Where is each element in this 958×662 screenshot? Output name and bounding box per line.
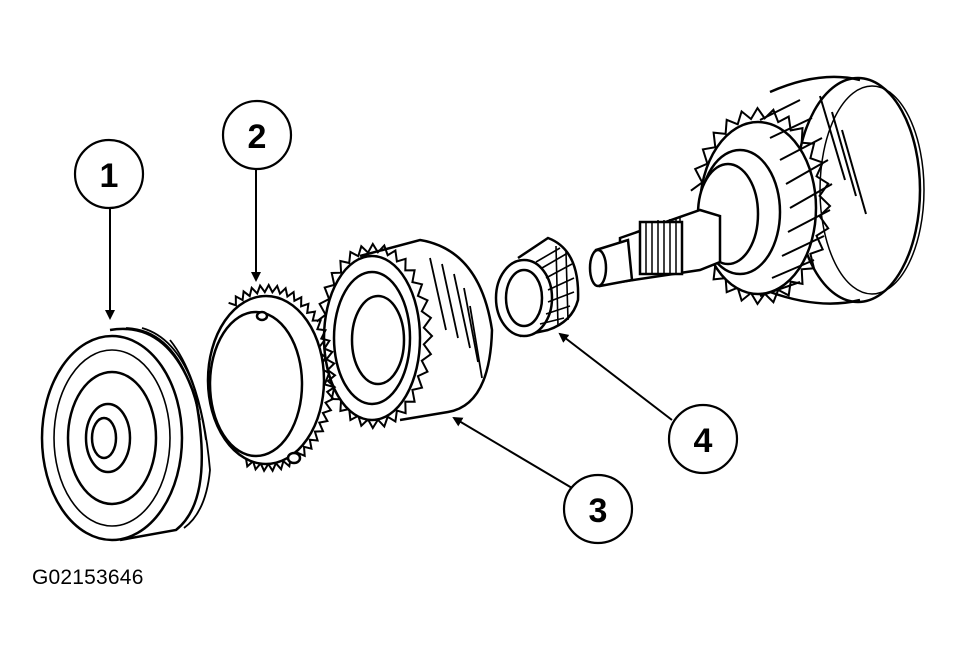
synchronizer-ring-teeth <box>228 282 337 473</box>
callout-4-circle <box>667 403 739 475</box>
pulley-hub <box>40 327 211 542</box>
helical-gear-teeth <box>689 106 832 306</box>
callout-1-circle <box>73 138 145 210</box>
callout-3: 3 <box>562 473 634 545</box>
helical-gear <box>315 238 494 430</box>
callout-2: 2 <box>221 99 293 171</box>
callout-1-label: 1 <box>100 157 119 195</box>
callout-3-circle <box>562 473 634 545</box>
callout-2-label: 2 <box>248 118 267 156</box>
leader-3 <box>452 416 573 489</box>
callout-1: 1 <box>73 138 145 210</box>
callout-4: 4 <box>667 403 739 475</box>
needle-bearing <box>494 236 580 338</box>
figure-id-label: G02153646 <box>32 566 144 589</box>
synchronizer-ring <box>206 282 337 473</box>
callout-leaders <box>105 168 673 489</box>
callout-2-circle <box>221 99 293 171</box>
callout-3-label: 3 <box>589 492 608 530</box>
leader-4 <box>558 332 673 421</box>
main-shaft-gear-assembly <box>588 75 925 306</box>
callout-4-label: 4 <box>694 422 713 460</box>
